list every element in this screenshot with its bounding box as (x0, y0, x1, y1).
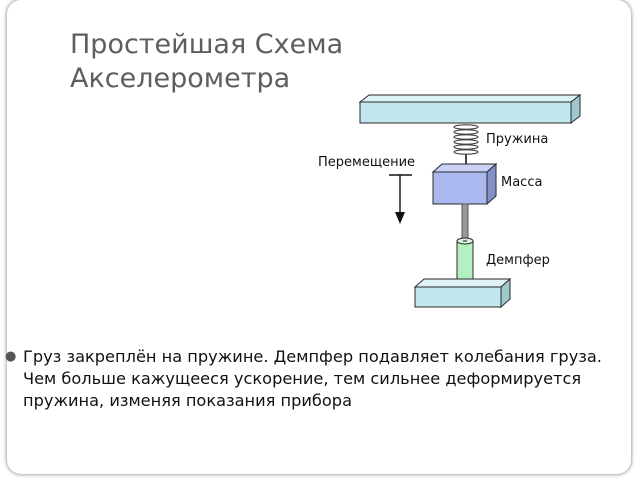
damper-rod (461, 203, 469, 241)
bullet-icon: ● (5, 349, 17, 364)
spring (453, 124, 479, 166)
spring-label: Пружина (486, 132, 548, 147)
top-plate (358, 93, 582, 125)
damper-cylinder (456, 237, 474, 286)
displacement-label: Перемещение (318, 155, 415, 170)
slide-title: Простейшая Схема Акселерометра (70, 29, 344, 94)
bullet-text: Груз закреплён на пружине. Демпфер подав… (23, 347, 602, 410)
damper-label: Демпфер (486, 253, 550, 268)
base-plate (413, 277, 512, 309)
mass-block (431, 162, 498, 206)
bullet-item: ● Груз закреплён на пружине. Демпфер под… (5, 346, 605, 412)
displacement-arrow-icon (389, 174, 412, 224)
mass-label: Масса (501, 175, 542, 190)
slide (7, 0, 631, 474)
